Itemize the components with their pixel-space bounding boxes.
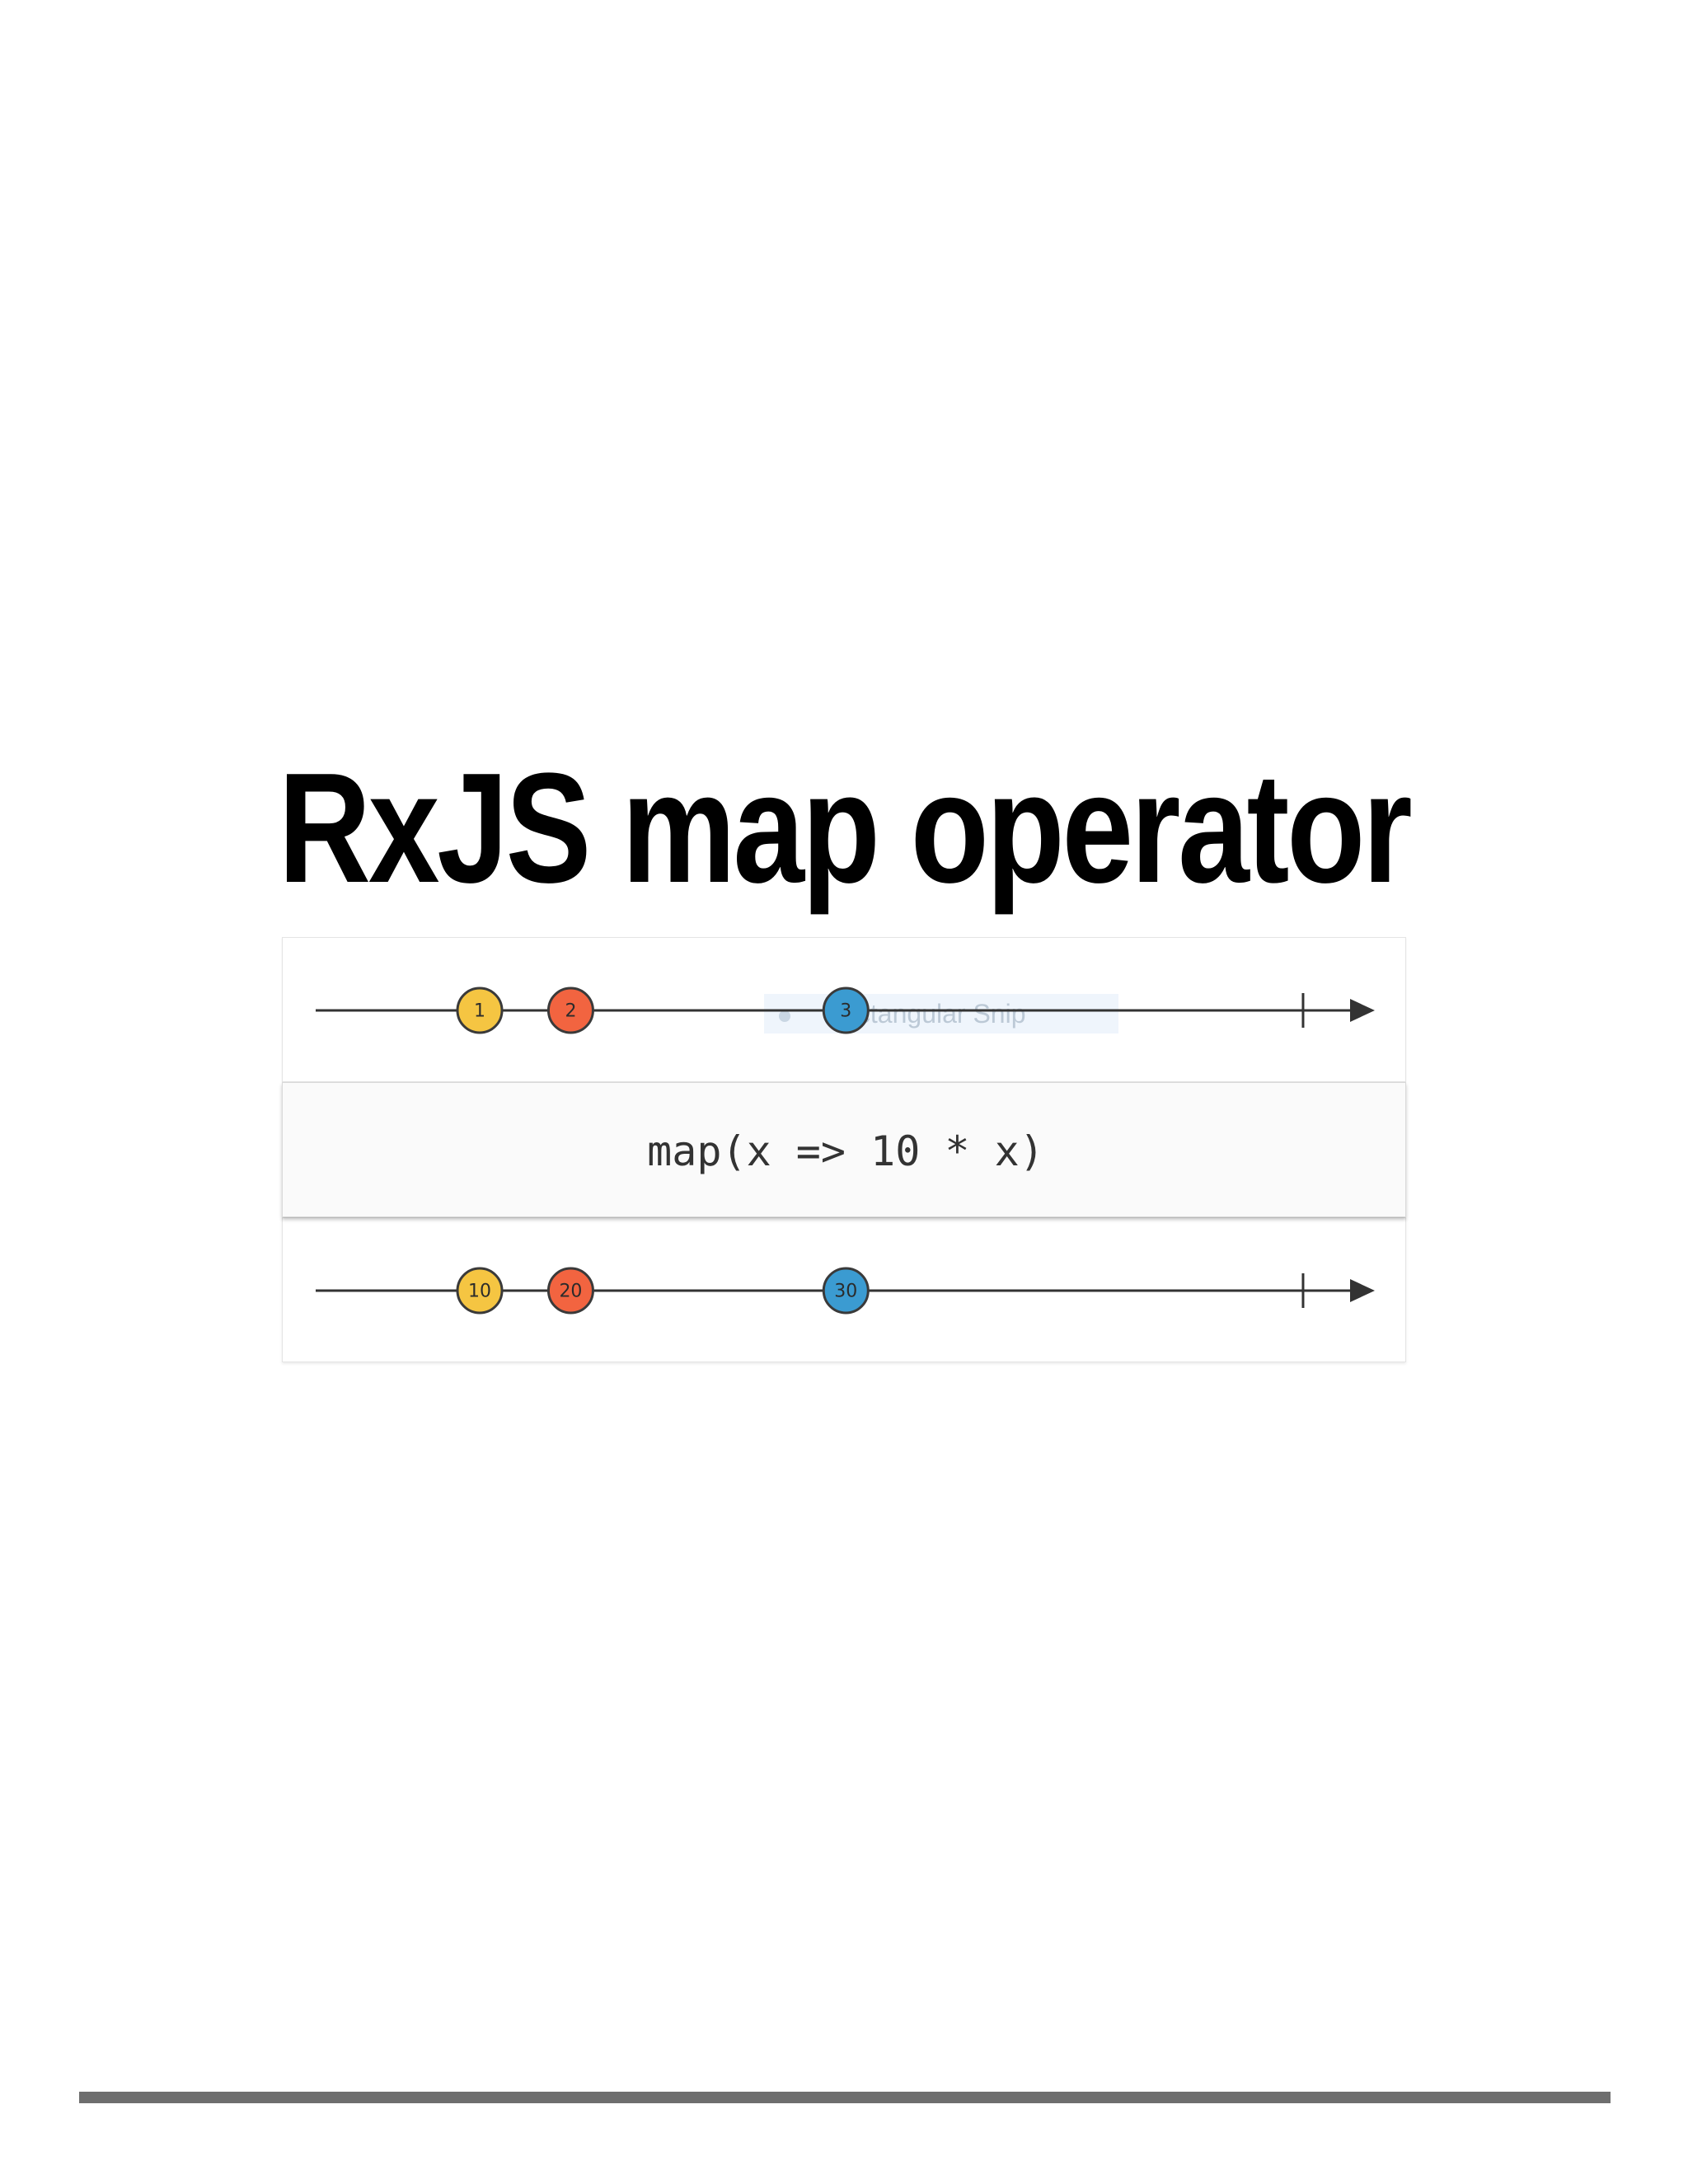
input-marble-1: 1 — [456, 987, 504, 1034]
input-marble-circle — [822, 987, 870, 1034]
operator-panel: map(x => 10 * x) — [282, 1082, 1406, 1217]
output-marble-10: 10 — [456, 1267, 504, 1315]
output-stream-panel: 10 20 30 — [282, 1217, 1406, 1362]
page-title: RxJS map operator — [278, 741, 1413, 916]
output-marble-circle — [822, 1267, 870, 1315]
operator-label: map(x => 10 * x) — [647, 1127, 1044, 1175]
page-footer-rule — [79, 2092, 1611, 2103]
input-marble-label: 2 — [565, 1001, 576, 1022]
output-marble-label: 20 — [559, 1282, 582, 1302]
input-marble-label: 3 — [840, 1001, 851, 1022]
input-marble-circle — [546, 987, 594, 1034]
output-marble-circle — [456, 1267, 504, 1315]
snip-icon — [779, 1010, 790, 1022]
input-marble-2: 2 — [546, 987, 594, 1034]
output-marble-label: 10 — [468, 1282, 491, 1302]
input-marble-3: 3 — [822, 987, 870, 1034]
input-axis-arrowhead — [1350, 999, 1375, 1022]
output-marble-20: 20 — [546, 1267, 594, 1315]
output-marble-30: 30 — [822, 1267, 870, 1315]
output-axis-arrowhead — [1350, 1279, 1375, 1302]
output-marble-circle — [546, 1267, 594, 1315]
input-stream-timeline: 1 2 3 — [316, 987, 1375, 1034]
input-marble-label: 1 — [474, 1001, 485, 1022]
output-marble-label: 30 — [834, 1282, 857, 1302]
input-marble-circle — [456, 987, 504, 1034]
output-stream-timeline: 10 20 30 — [316, 1267, 1375, 1315]
